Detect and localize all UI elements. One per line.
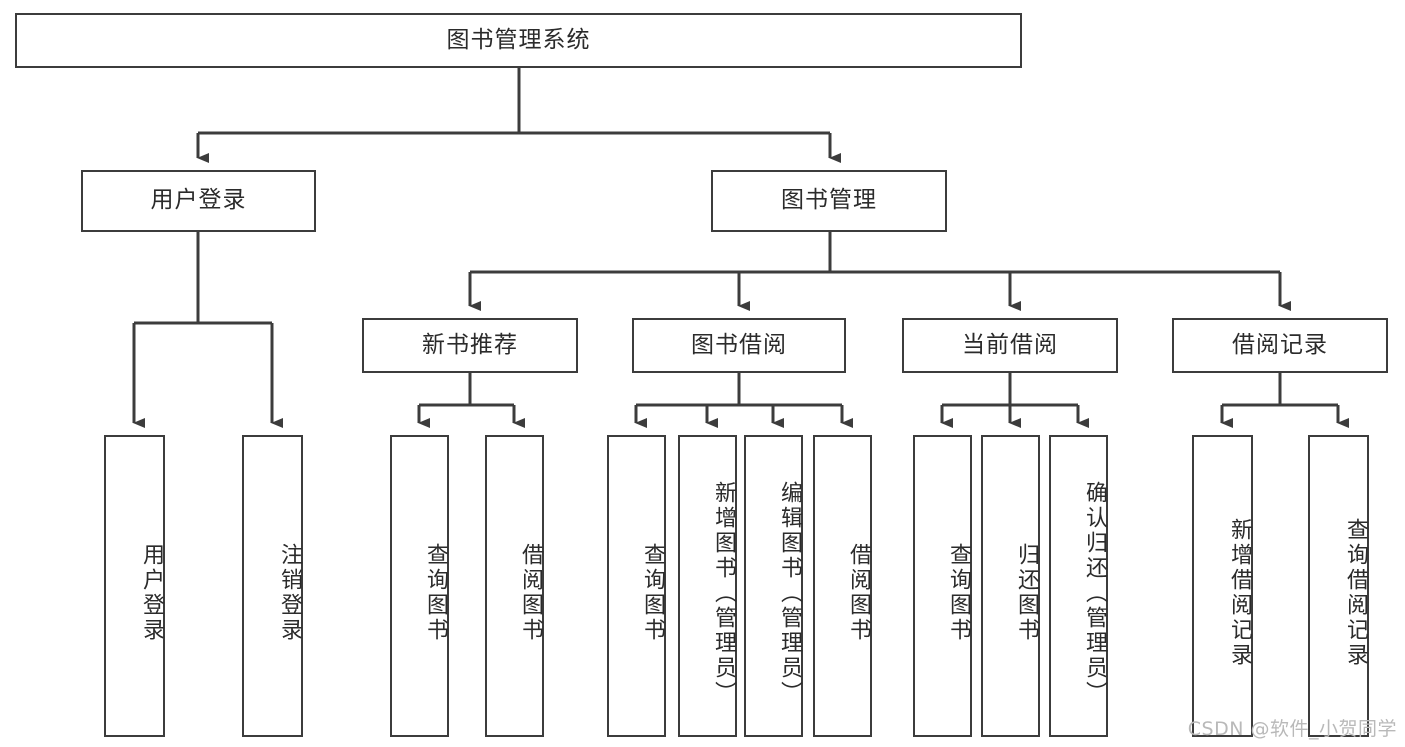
leaf-borrow-record-add-record[interactable]: 新增借阅记录 — [1192, 435, 1253, 737]
node-label: 新增借阅记录 — [1227, 518, 1252, 668]
node-label: 借阅图书 — [518, 543, 543, 643]
node-label: 查询图书 — [423, 543, 448, 643]
leaf-user-login-login[interactable]: 用户登录 — [104, 435, 165, 737]
leaf-current-borrow-query-book[interactable]: 查询图书 — [913, 435, 972, 737]
node-label: 新书推荐 — [422, 331, 518, 358]
leaf-new-book-borrow-book[interactable]: 借阅图书 — [485, 435, 544, 737]
node-book-borrow[interactable]: 图书借阅 — [632, 318, 846, 373]
node-label: 查询借阅记录 — [1343, 518, 1368, 668]
node-root-book-management-system[interactable]: 图书管理系统 — [15, 13, 1022, 68]
leaf-new-book-query-book[interactable]: 查询图书 — [390, 435, 449, 737]
node-user-login[interactable]: 用户登录 — [81, 170, 316, 232]
node-book-management[interactable]: 图书管理 — [711, 170, 947, 232]
leaf-book-borrow-edit-book-admin[interactable]: 编辑图书（管理员） — [744, 435, 803, 737]
node-label: 当前借阅 — [962, 331, 1058, 358]
leaf-current-borrow-confirm-return-admin[interactable]: 确认归还（管理员） — [1049, 435, 1108, 737]
node-label: 借阅记录 — [1232, 331, 1328, 358]
leaf-book-borrow-add-book-admin[interactable]: 新增图书（管理员） — [678, 435, 737, 737]
node-label: 用户登录 — [139, 543, 164, 643]
node-label: 图书借阅 — [691, 331, 787, 358]
node-new-book-recommend[interactable]: 新书推荐 — [362, 318, 578, 373]
node-label: 确认归还（管理员） — [1082, 480, 1107, 706]
node-current-borrow[interactable]: 当前借阅 — [902, 318, 1118, 373]
node-label: 图书管理 — [781, 187, 877, 214]
node-label: 注销登录 — [277, 543, 302, 643]
node-label: 新增图书（管理员） — [711, 480, 736, 706]
connector-lines — [132, 68, 1349, 428]
node-label: 编辑图书（管理员） — [777, 480, 802, 706]
leaf-current-borrow-return-book[interactable]: 归还图书 — [981, 435, 1040, 737]
node-label: 图书管理系统 — [446, 26, 591, 53]
node-label: 查询图书 — [946, 543, 971, 643]
node-label: 用户登录 — [150, 187, 247, 214]
leaf-book-borrow-borrow-book[interactable]: 借阅图书 — [813, 435, 872, 737]
node-label: 归还图书 — [1014, 543, 1039, 643]
leaf-user-login-logout[interactable]: 注销登录 — [242, 435, 303, 737]
leaf-book-borrow-query-book[interactable]: 查询图书 — [607, 435, 666, 737]
leaf-borrow-record-query-record[interactable]: 查询借阅记录 — [1308, 435, 1369, 737]
node-label: 查询图书 — [640, 543, 665, 643]
node-borrow-record[interactable]: 借阅记录 — [1172, 318, 1388, 373]
node-label: 借阅图书 — [846, 543, 871, 643]
